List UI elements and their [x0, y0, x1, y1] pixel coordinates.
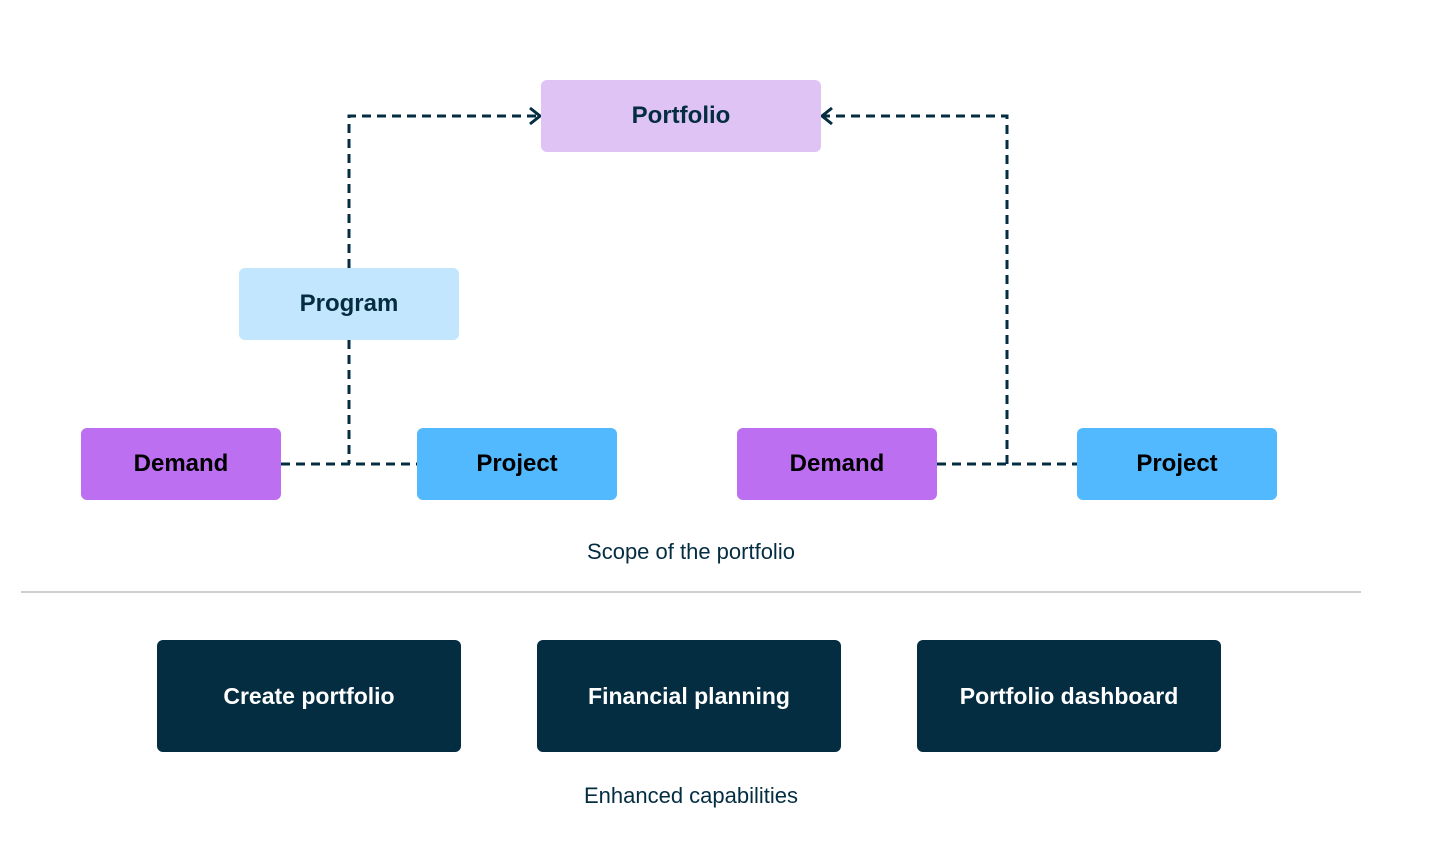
demand-node-right: Demand: [737, 428, 937, 500]
create-portfolio-box: Create portfolio: [157, 640, 461, 752]
financial-planning-box: Financial planning: [537, 640, 841, 752]
demand-node-right-label: Demand: [789, 450, 885, 477]
program-node-label: Program: [299, 290, 399, 317]
create-portfolio-label: Create portfolio: [223, 683, 395, 709]
demand-node-left: Demand: [81, 428, 281, 500]
arrowhead-left: [529, 106, 543, 126]
portfolio-dashboard-box: Portfolio dashboard: [917, 640, 1221, 752]
project-node-left-label: Project: [476, 450, 558, 477]
scope-caption: Scope of the portfolio: [587, 539, 795, 564]
project-node-right-label: Project: [1136, 450, 1218, 477]
section-divider: [21, 591, 1361, 593]
project-node-left: Project: [417, 428, 617, 500]
program-node: Program: [239, 268, 459, 340]
portfolio-dashboard-label: Portfolio dashboard: [959, 683, 1179, 709]
demand-node-left-label: Demand: [133, 450, 229, 477]
portfolio-node-label: Portfolio: [631, 102, 731, 129]
project-node-right: Project: [1077, 428, 1277, 500]
connector-right-to-portfolio: [824, 114, 1009, 464]
arrowhead-right: [819, 106, 833, 126]
financial-planning-label: Financial planning: [588, 683, 790, 709]
portfolio-node: Portfolio: [541, 80, 821, 152]
enhanced-capabilities-caption: Enhanced capabilities: [583, 783, 799, 808]
connector-program-to-portfolio: [347, 114, 538, 268]
